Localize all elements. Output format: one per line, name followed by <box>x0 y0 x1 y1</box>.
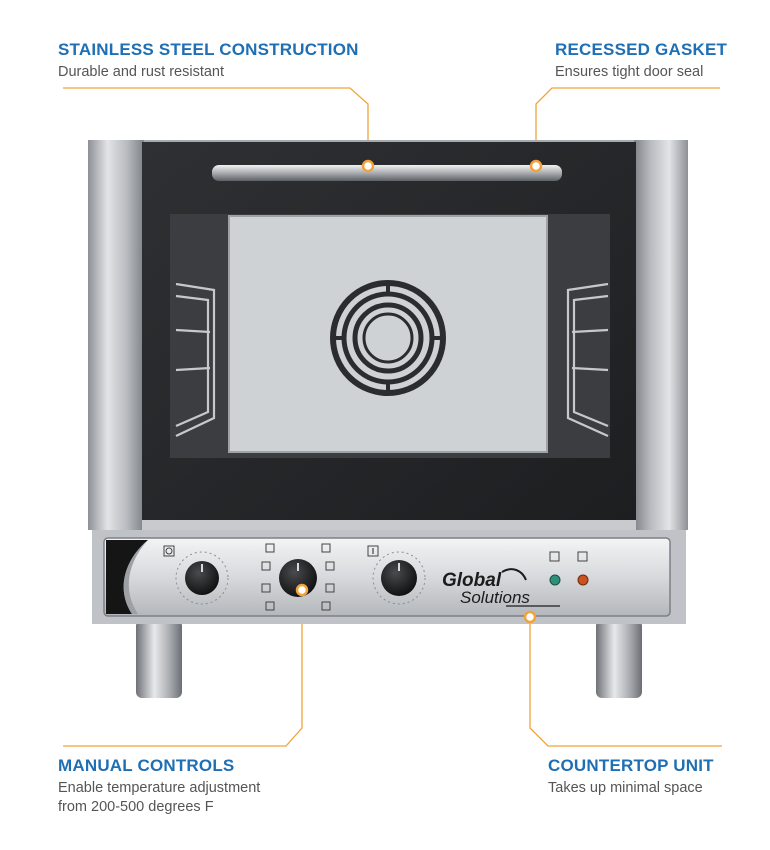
oven-interior-edge <box>228 215 548 453</box>
heat-light-icon <box>577 551 589 586</box>
panel-swoosh-edge <box>123 540 148 614</box>
callout-manual-controls: MANUAL CONTROLS Enable temperature adjus… <box>58 756 260 817</box>
callout-desc: Durable and rust resistant <box>58 64 225 80</box>
callout-desc-line1: Enable temperature adjustment <box>58 780 261 796</box>
callout-title: COUNTERTOP UNIT <box>548 756 714 775</box>
callout-desc-line2: from 200-500 degrees F <box>58 799 214 815</box>
leg-right <box>596 620 642 698</box>
callout-title: STAINLESS STEEL CONSTRUCTION <box>58 40 359 59</box>
oven-side-right <box>634 140 688 530</box>
leader-stainless <box>63 87 369 166</box>
oven-side-left <box>88 140 144 530</box>
callout-title: RECESSED GASKET <box>555 40 728 59</box>
leader-lines <box>63 87 722 747</box>
panel-swoosh <box>106 540 148 614</box>
callout-desc: Ensures tight door seal <box>555 64 704 80</box>
mode-icon <box>261 543 335 611</box>
callout-stainless-steel: STAINLESS STEEL CONSTRUCTION Durable and… <box>58 40 359 82</box>
fan-guard <box>330 280 446 396</box>
control-base: Global Solutions <box>92 530 686 624</box>
oven-interior <box>229 216 547 452</box>
callout-title: MANUAL CONTROLS <box>58 756 235 775</box>
leg-left <box>136 620 182 698</box>
rack-right <box>566 282 609 438</box>
thermometer-icon <box>367 545 379 557</box>
leader-dots <box>295 159 543 624</box>
brand-line2: Solutions <box>460 588 530 607</box>
oven-body <box>88 140 688 530</box>
brand-swoosh <box>501 568 527 581</box>
brand-line1: Global <box>442 570 502 591</box>
callout-desc: Takes up minimal space <box>548 780 703 796</box>
leader-controls <box>63 590 303 747</box>
timer-knob[interactable] <box>175 551 229 605</box>
thermostat-knob[interactable] <box>372 551 426 605</box>
door-handle <box>212 165 562 181</box>
oven-legs <box>136 620 642 698</box>
leader-countertop <box>529 617 722 747</box>
timer-icon <box>163 545 175 557</box>
rack-left <box>175 282 216 437</box>
door-bottom-trim <box>142 520 636 530</box>
power-light-icon <box>549 551 561 586</box>
callout-recessed-gasket: RECESSED GASKET Ensures tight door seal <box>555 40 727 82</box>
leader-gasket <box>535 87 720 166</box>
callout-countertop-unit: COUNTERTOP UNIT Takes up minimal space <box>548 756 714 798</box>
